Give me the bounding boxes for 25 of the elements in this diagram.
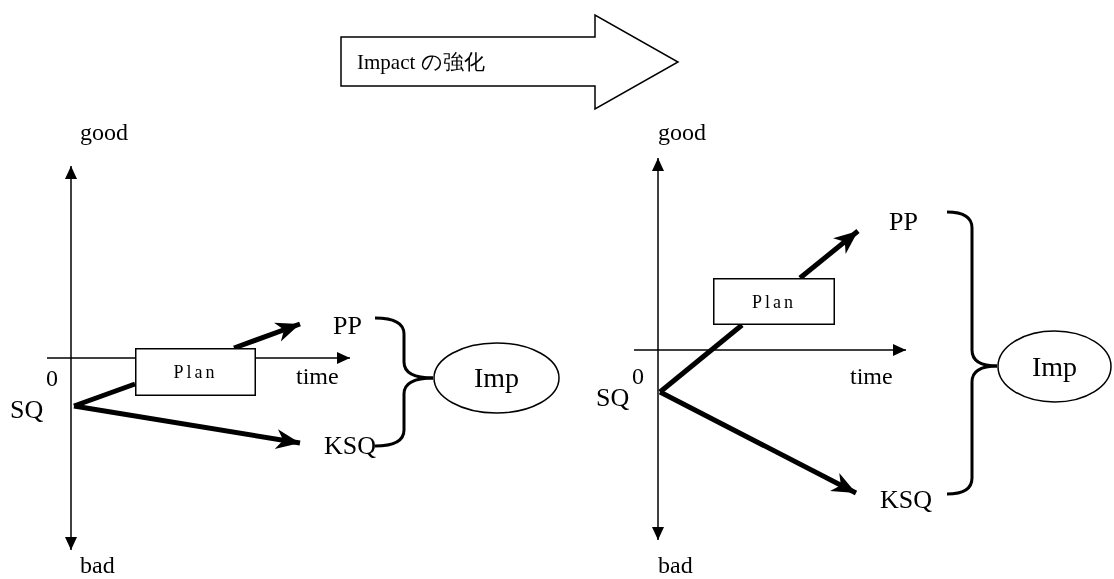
plan-box: Plan — [135, 348, 256, 396]
arrow — [658, 389, 858, 496]
point-label: KSQ — [300, 428, 376, 464]
ellipse-node: Imp — [433, 342, 560, 414]
brace — [374, 376, 434, 448]
point-label: SQ — [10, 392, 74, 428]
axis-label: time — [850, 364, 893, 388]
plan-box: Plan — [713, 278, 835, 325]
origin-label: 0 — [632, 364, 644, 388]
point-label: KSQ — [856, 482, 932, 518]
origin-label: 0 — [46, 366, 58, 390]
block-arrow: Impact の強化 — [340, 14, 680, 110]
point-label: PP — [858, 204, 918, 240]
point-label: PP — [302, 308, 362, 344]
arrow — [73, 403, 301, 449]
axis-label: bad — [658, 553, 693, 577]
brace — [946, 210, 998, 368]
brace — [374, 316, 434, 380]
axis-label: bad — [80, 553, 115, 577]
axis-label: time — [296, 364, 339, 388]
ellipse-node: Imp — [997, 330, 1112, 403]
brace — [946, 364, 998, 496]
axis-label: good — [80, 120, 128, 144]
arrow — [798, 229, 860, 280]
axis-label: good — [658, 120, 706, 144]
